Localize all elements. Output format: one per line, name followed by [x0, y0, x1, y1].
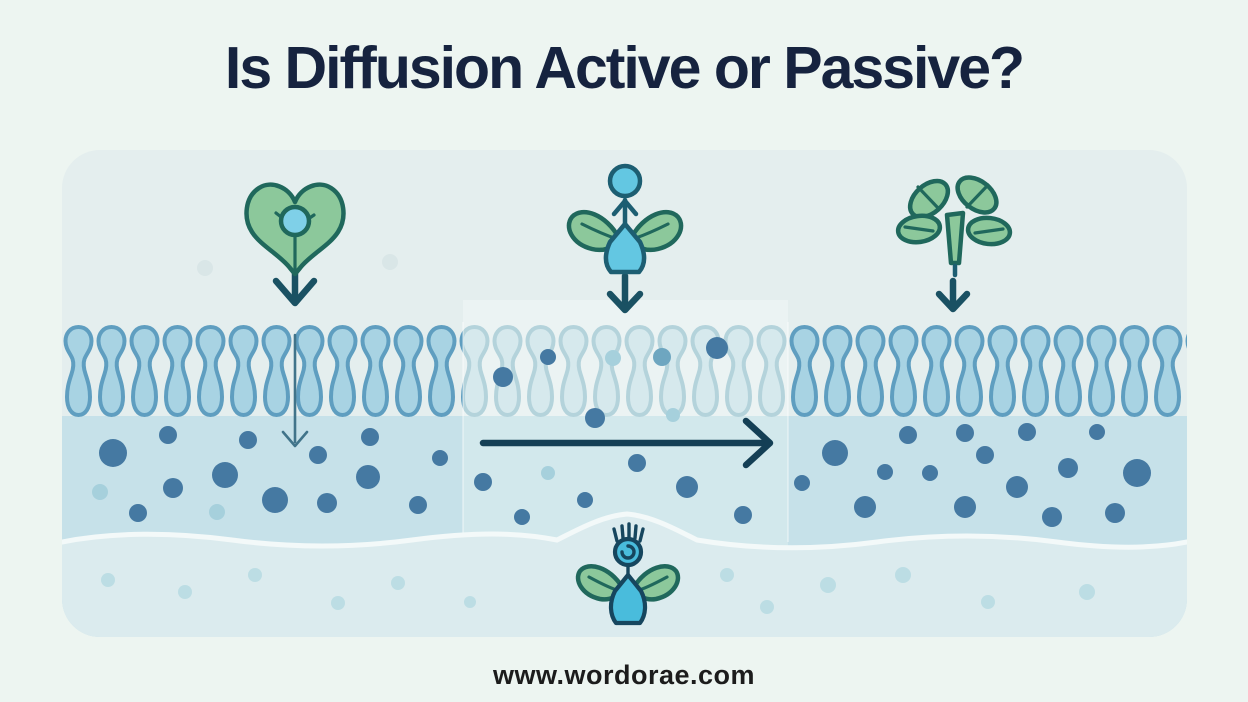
pale-bottom-molecules — [820, 577, 836, 593]
molecule-bulb — [278, 204, 312, 238]
dark-molecules — [163, 478, 183, 498]
dark-molecules — [877, 464, 893, 480]
pale-bottom-molecules — [101, 573, 115, 587]
dark-molecules — [577, 492, 593, 508]
pale-bottom-molecules — [178, 585, 192, 599]
dark-molecules — [956, 424, 974, 442]
left-thin-arrow-through-membrane-icon — [281, 333, 309, 448]
pale-bottom-molecules — [895, 567, 911, 583]
dark-molecules — [493, 367, 513, 387]
dark-molecules — [212, 462, 238, 488]
lipid-bilayer-membrane — [62, 322, 1187, 420]
dark-molecules — [474, 473, 492, 491]
diagram-panel — [62, 150, 1187, 637]
dark-molecules — [317, 493, 337, 513]
dark-molecules — [239, 431, 257, 449]
dark-molecules — [734, 506, 752, 524]
dark-molecules — [1018, 423, 1036, 441]
pale-bottom-molecules — [391, 576, 405, 590]
molecule-bulb — [612, 536, 644, 568]
pale-bottom-molecules — [248, 568, 262, 582]
dark-molecules — [309, 446, 327, 464]
dark-molecules — [514, 509, 530, 525]
membrane-right-normal — [788, 322, 1187, 420]
molecule-dots-layer — [92, 254, 1151, 614]
dark-molecules — [409, 496, 427, 514]
dark-molecules — [822, 440, 848, 466]
sprout-hand-bulb-icon — [575, 522, 681, 626]
dark-molecules — [922, 465, 938, 481]
page-title: Is Diffusion Active or Passive? — [224, 35, 1025, 101]
faint-dots-above-membrane — [197, 260, 213, 276]
pale-bottom-molecules — [1079, 584, 1095, 600]
dark-molecules — [159, 426, 177, 444]
website-url: www.wordorae.com — [492, 660, 756, 690]
light-molecules — [209, 504, 225, 520]
dark-molecules — [540, 349, 556, 365]
right-down-arrow-icon — [935, 277, 971, 313]
middle-down-arrow-icon — [606, 272, 644, 314]
faint-dots-above-membrane — [382, 254, 398, 270]
dark-molecules — [1105, 503, 1125, 523]
pale-bottom-molecules — [464, 596, 476, 608]
molecule-bulb — [607, 163, 643, 199]
dark-molecules — [1058, 458, 1078, 478]
light-molecules — [605, 350, 621, 366]
medium-molecules — [653, 348, 671, 366]
light-molecules — [541, 466, 555, 480]
dark-molecules — [432, 450, 448, 466]
heart-leaf-seed-icon — [244, 182, 346, 277]
light-molecules — [666, 408, 680, 422]
dark-molecules — [899, 426, 917, 444]
dark-molecules — [676, 476, 698, 498]
dark-molecules — [794, 475, 810, 491]
dark-molecules — [1123, 459, 1151, 487]
pale-bottom-molecules — [331, 596, 345, 610]
dark-molecules — [1042, 507, 1062, 527]
dark-molecules — [361, 428, 379, 446]
dark-molecules — [706, 337, 728, 359]
sprout-bulb-up-arrow-icon — [566, 163, 684, 275]
dark-molecules — [99, 439, 127, 467]
section-divider — [787, 322, 789, 542]
membrane-middle-faded — [463, 322, 788, 420]
pale-bottom-molecules — [981, 595, 995, 609]
dark-molecules — [585, 408, 605, 428]
pale-bottom-molecules — [760, 600, 774, 614]
sprout-icon — [895, 175, 1013, 278]
pale-bottom-molecules — [720, 568, 734, 582]
dark-molecules — [954, 496, 976, 518]
long-right-arrow-icon — [479, 417, 774, 469]
dark-molecules — [129, 504, 147, 522]
light-molecules — [92, 484, 108, 500]
membrane-left-normal — [62, 322, 463, 420]
dark-molecules — [1089, 424, 1105, 440]
dark-molecules — [976, 446, 994, 464]
dark-molecules — [1006, 476, 1028, 498]
dark-molecules — [356, 465, 380, 489]
dark-molecules — [262, 487, 288, 513]
dark-molecules — [628, 454, 646, 472]
dark-molecules — [854, 496, 876, 518]
section-divider — [462, 322, 464, 542]
